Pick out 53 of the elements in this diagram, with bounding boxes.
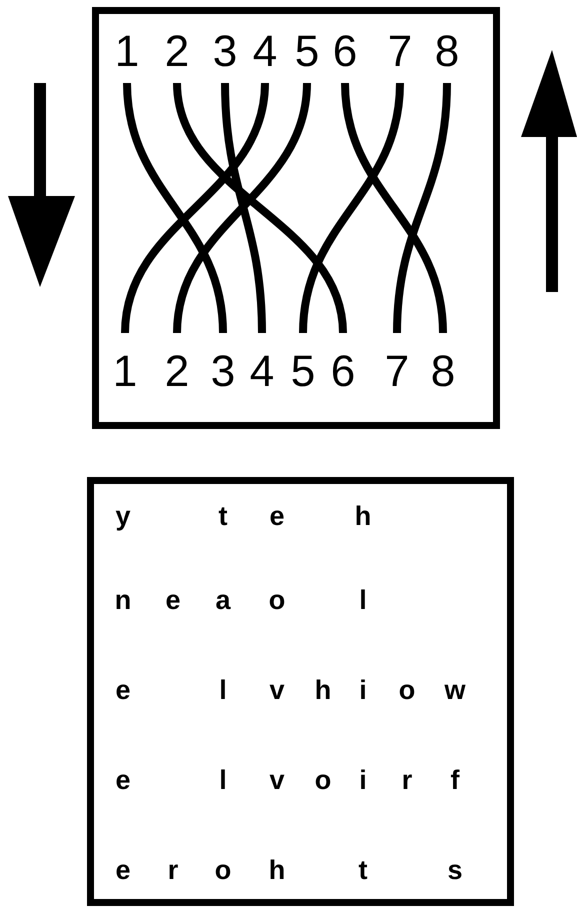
grid-letter: o xyxy=(398,675,416,705)
grid-letter: r xyxy=(400,765,414,795)
grid-letter: i xyxy=(358,765,368,795)
wire-number: 7 xyxy=(380,350,414,394)
wire xyxy=(123,82,227,334)
grid-letter: w xyxy=(443,675,466,705)
grid-letter: i xyxy=(358,675,368,705)
grid-letter: h xyxy=(268,855,286,885)
grid-letter: e xyxy=(164,585,182,615)
wire-number: 5 xyxy=(286,350,320,394)
wire xyxy=(393,82,451,334)
grid-letter: l xyxy=(218,675,228,705)
wire xyxy=(221,82,266,334)
grid-letter: o xyxy=(314,765,332,795)
grid-letter: f xyxy=(450,765,460,795)
wire-number: 6 xyxy=(328,30,362,74)
wire-number: 4 xyxy=(245,350,279,394)
wire-number: 3 xyxy=(208,30,242,74)
wire xyxy=(121,82,269,334)
grid-letter: h xyxy=(354,501,372,531)
wire xyxy=(341,82,447,334)
wire-number: 5 xyxy=(290,30,324,74)
wire xyxy=(299,82,404,334)
wire-number: 7 xyxy=(383,30,417,74)
grid-letter: v xyxy=(268,765,286,795)
grid-letter: o xyxy=(268,585,286,615)
wire-number: 1 xyxy=(108,350,142,394)
grid-letter: y xyxy=(114,501,132,531)
grid-letter: e xyxy=(114,855,132,885)
wire-number: 1 xyxy=(110,30,144,74)
wire-number: 2 xyxy=(160,350,194,394)
grid-letter: e xyxy=(114,675,132,705)
grid-letter: n xyxy=(114,585,132,615)
grid-letter: o xyxy=(214,855,232,885)
wire xyxy=(173,82,347,334)
grid-letter: l xyxy=(358,585,368,615)
wire-number: 8 xyxy=(430,30,464,74)
grid-letter: r xyxy=(166,855,180,885)
grid-letter: t xyxy=(358,855,368,885)
grid-letter: l xyxy=(218,765,228,795)
grid-letter: e xyxy=(114,765,132,795)
grid-letter: e xyxy=(268,501,286,531)
grid-letter: s xyxy=(446,855,464,885)
wire-number: 8 xyxy=(426,350,460,394)
wire-number: 3 xyxy=(206,350,240,394)
grid-letter: h xyxy=(314,675,332,705)
wire-number: 6 xyxy=(326,350,360,394)
wire-number: 4 xyxy=(248,30,282,74)
grid-letter: t xyxy=(218,501,228,531)
grid-letter: a xyxy=(214,585,232,615)
wire xyxy=(173,82,311,334)
grid-letter: v xyxy=(268,675,286,705)
wire-number: 2 xyxy=(160,30,194,74)
